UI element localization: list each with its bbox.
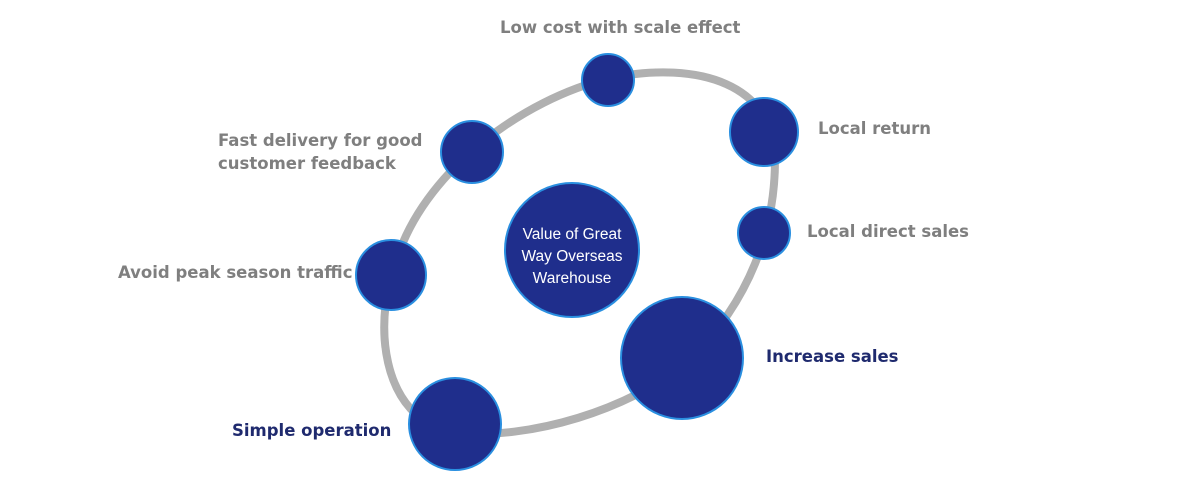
label-text: Simple operation: [232, 421, 392, 440]
label-text: Local direct sales: [807, 222, 969, 241]
node-simple-operation: [408, 377, 502, 471]
center-label-line: Value of Great: [522, 226, 622, 243]
node-local-direct-sales: [737, 206, 791, 260]
label-text: Increase sales: [766, 347, 899, 366]
label-increase-sales: Increase sales: [766, 345, 899, 368]
node-low-cost: [581, 53, 635, 107]
label-local-return: Local return: [818, 117, 931, 140]
label-text: Avoid peak season traffic: [118, 263, 353, 282]
label-text: customer feedback: [218, 154, 396, 173]
node-avoid-peak: [355, 239, 427, 311]
center-label: Value of Great Way Overseas Warehouse: [511, 224, 633, 290]
label-text: Local return: [818, 119, 932, 138]
label-text: Fast delivery for good: [218, 131, 423, 150]
label-avoid-peak: Avoid peak season traffic: [118, 261, 352, 284]
node-local-return: [729, 97, 799, 167]
label-fast-delivery: Fast delivery for good customer feedback: [218, 129, 422, 175]
center-node: [504, 182, 640, 318]
center-label-line: Way Overseas: [521, 248, 623, 265]
label-text: Low cost with scale effect: [500, 18, 741, 37]
label-low-cost: Low cost with scale effect: [500, 16, 740, 39]
label-local-direct-sales: Local direct sales: [807, 220, 969, 243]
center-label-line: Warehouse: [532, 270, 612, 287]
node-increase-sales: [620, 296, 744, 420]
node-fast-delivery: [440, 120, 504, 184]
label-simple-operation: Simple operation: [232, 419, 391, 442]
